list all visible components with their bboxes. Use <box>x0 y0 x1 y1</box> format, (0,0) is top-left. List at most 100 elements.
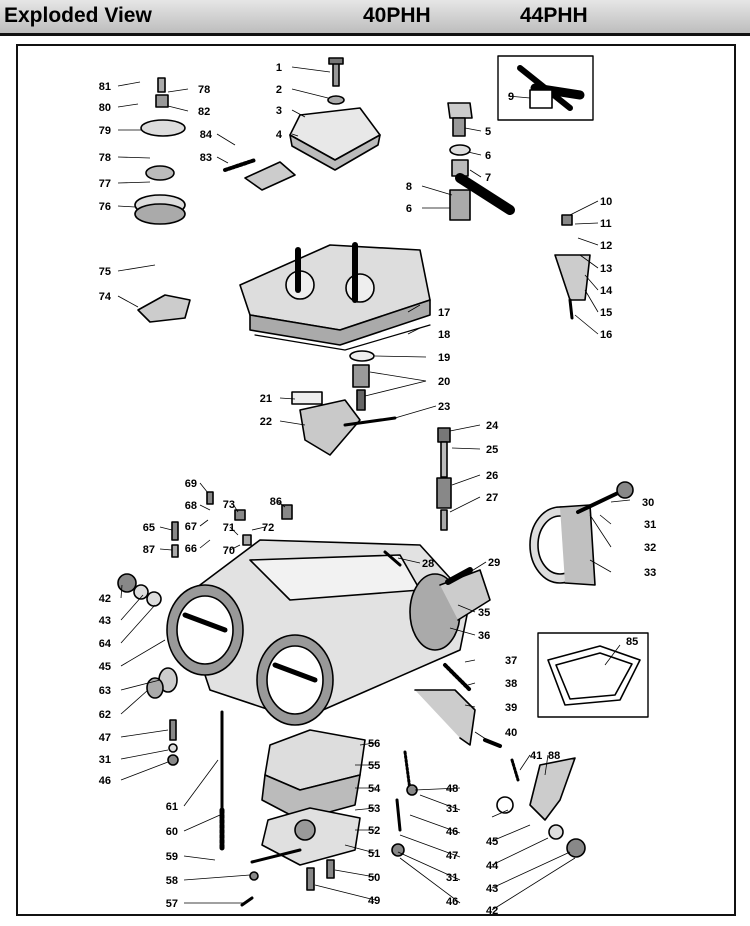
callout-28: 28 <box>422 558 434 570</box>
callout-54: 54 <box>368 783 381 795</box>
callout-71: 71 <box>223 522 235 534</box>
callout-23: 23 <box>438 401 450 413</box>
callout-56: 56 <box>368 738 380 750</box>
callout-88: 88 <box>548 750 560 762</box>
callout-8: 8 <box>406 181 412 193</box>
callout-78a: 78 <box>198 84 210 96</box>
callout-79: 79 <box>99 125 111 137</box>
callout-66: 66 <box>185 543 197 555</box>
callout-12: 12 <box>600 240 612 252</box>
callout-80: 80 <box>99 102 111 114</box>
callout-85: 85 <box>626 636 638 648</box>
callout-46a: 46 <box>99 775 111 787</box>
callout-81: 81 <box>99 81 111 93</box>
callout-21: 21 <box>260 393 272 405</box>
callout-43b: 43 <box>486 883 498 895</box>
callout-48: 48 <box>446 783 458 795</box>
model-label-2: 44PHH <box>520 4 588 27</box>
callout-10: 10 <box>600 196 612 208</box>
callout-19: 19 <box>438 352 450 364</box>
callout-31a: 31 <box>644 519 656 531</box>
callout-39: 39 <box>505 702 517 714</box>
callout-59: 59 <box>166 851 178 863</box>
callout-47b: 47 <box>446 850 458 862</box>
callout-7: 7 <box>485 172 491 184</box>
callout-9: 9 <box>508 91 514 103</box>
callout-47a: 47 <box>99 732 111 744</box>
callout-43a: 43 <box>99 615 111 627</box>
model-label-1: 40PHH <box>363 4 431 27</box>
callout-87: 87 <box>143 544 155 556</box>
callout-32: 32 <box>644 542 656 554</box>
callout-58: 58 <box>166 875 178 887</box>
callout-75: 75 <box>99 266 111 278</box>
page-title: Exploded View <box>4 4 152 27</box>
callout-42a: 42 <box>99 593 111 605</box>
callout-22: 22 <box>260 416 272 428</box>
callout-33: 33 <box>644 567 656 579</box>
callout-25: 25 <box>486 444 498 456</box>
callout-17: 17 <box>438 307 450 319</box>
callout-49: 49 <box>368 895 380 907</box>
callout-64: 64 <box>99 638 112 650</box>
callout-4: 4 <box>276 129 283 141</box>
callout-62: 62 <box>99 709 111 721</box>
callout-46c: 46 <box>446 896 458 908</box>
callout-37: 37 <box>505 655 517 667</box>
callout-67: 67 <box>185 521 197 533</box>
callout-42b: 42 <box>486 905 498 917</box>
callout-83: 83 <box>200 152 212 164</box>
callout-1: 1 <box>276 62 282 74</box>
callout-26: 26 <box>486 470 498 482</box>
callout-63: 63 <box>99 685 111 697</box>
callout-36: 36 <box>478 630 490 642</box>
callout-45b: 45 <box>486 836 498 848</box>
callout-29: 29 <box>488 557 500 569</box>
callout-13: 13 <box>600 263 612 275</box>
callout-5: 5 <box>485 126 491 138</box>
callout-53: 53 <box>368 803 380 815</box>
callout-60: 60 <box>166 826 178 838</box>
callout-labels: 1 2 3 4 5 6 6 7 8 9 10 11 12 13 14 15 16… <box>99 62 657 917</box>
callout-31d: 31 <box>446 872 458 884</box>
callout-27: 27 <box>486 492 498 504</box>
callout-18: 18 <box>438 329 450 341</box>
callout-24: 24 <box>486 420 499 432</box>
callout-11: 11 <box>600 218 612 230</box>
inset-box-9 <box>497 55 594 121</box>
callout-35: 35 <box>478 607 490 619</box>
callout-72: 72 <box>262 522 274 534</box>
callout-6b: 6 <box>406 203 412 215</box>
callout-16: 16 <box>600 329 612 341</box>
callout-65: 65 <box>143 522 155 534</box>
callout-41: 41 <box>530 750 542 762</box>
inset-box-85 <box>537 632 649 718</box>
callout-82: 82 <box>198 106 210 118</box>
callout-52: 52 <box>368 825 380 837</box>
callout-86: 86 <box>270 496 282 508</box>
diagram-frame <box>16 44 736 916</box>
callout-44: 44 <box>486 860 499 872</box>
callout-2: 2 <box>276 84 282 96</box>
callout-40: 40 <box>505 727 517 739</box>
callout-50: 50 <box>368 872 380 884</box>
header-bar: Exploded View 40PHH 44PHH <box>0 0 750 36</box>
callout-69: 69 <box>185 478 197 490</box>
callout-77: 77 <box>99 178 111 190</box>
callout-31b: 31 <box>99 754 111 766</box>
callout-45a: 45 <box>99 661 111 673</box>
callout-76: 76 <box>99 201 111 213</box>
callout-57: 57 <box>166 898 178 910</box>
callout-38: 38 <box>505 678 517 690</box>
callout-3: 3 <box>276 105 282 117</box>
callout-78b: 78 <box>99 152 111 164</box>
callout-31c: 31 <box>446 803 458 815</box>
callout-84: 84 <box>200 129 213 141</box>
callout-73: 73 <box>223 499 235 511</box>
callout-6a: 6 <box>485 150 491 162</box>
callout-14: 14 <box>600 285 613 297</box>
callout-55: 55 <box>368 760 380 772</box>
callout-20: 20 <box>438 376 450 388</box>
callout-61: 61 <box>166 801 178 813</box>
